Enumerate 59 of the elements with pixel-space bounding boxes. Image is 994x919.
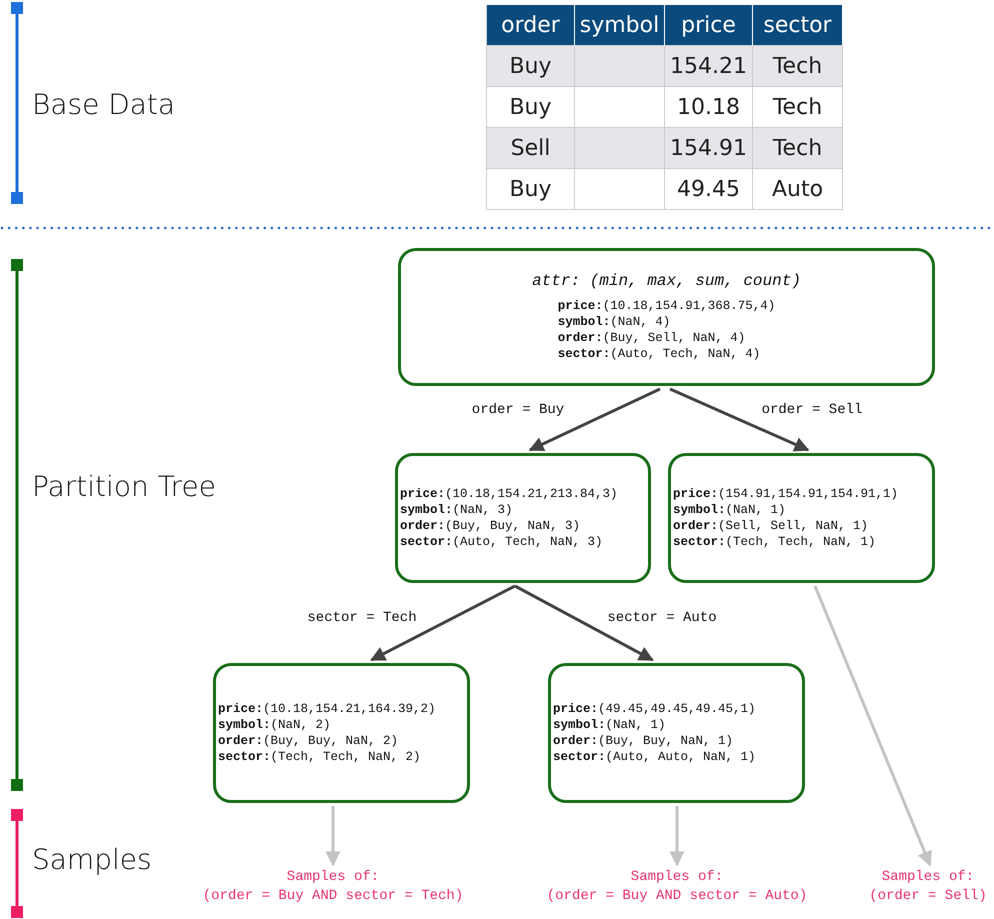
table-cell: Auto	[753, 169, 843, 210]
table-header-cell: sector	[753, 5, 843, 46]
sample-text: (order = Buy AND sector = Auto)	[546, 886, 808, 906]
partition-node	[398, 248, 935, 386]
stat-line: order:(Buy, Buy, NaN, 1)	[553, 733, 734, 750]
table-cell: Tech	[753, 46, 843, 87]
stat-line: sector:(Auto, Tech, NaN, 3)	[400, 534, 603, 550]
arrow	[528, 388, 661, 452]
table-cell: 10.18	[665, 87, 753, 128]
stat-line: sector:(Auto, Tech, NaN, 4)	[558, 346, 760, 362]
stat-line: symbol:(NaN, 4)	[558, 314, 670, 330]
section-label: Base Data	[32, 88, 176, 121]
table-cell: Buy	[487, 46, 575, 87]
sample-text: (order = Buy AND sector = Tech)	[202, 886, 464, 906]
sample-text: (order = Sell)	[869, 886, 987, 906]
table-header-cell: symbol	[575, 5, 665, 46]
partition-node	[668, 453, 935, 583]
stat-line: price:(10.18,154.21,213.84,3)	[400, 486, 618, 502]
stat-line: price:(10.18,154.91,368.75,4)	[558, 298, 776, 314]
stat-line: order:(Buy, Buy, NaN, 2)	[218, 733, 398, 750]
stat-line: sector:(Auto, Auto, NaN, 1)	[553, 749, 756, 766]
arrow	[814, 585, 932, 866]
arrow	[670, 806, 684, 866]
partition-node	[395, 453, 651, 583]
edge-label: order = Buy	[470, 402, 566, 418]
table-cell: 49.45	[665, 169, 753, 210]
table-cell: Buy	[487, 87, 575, 128]
stat-line: symbol:(NaN, 1)	[673, 502, 786, 518]
arrow	[514, 584, 654, 662]
partition-node	[548, 663, 805, 803]
stat-line: sector:(Tech, Tech, NaN, 1)	[673, 534, 876, 550]
arrow	[669, 388, 810, 452]
table-header-cell: order	[487, 5, 575, 46]
table-header-cell: price	[665, 5, 753, 46]
stat-line: price:(154.91,154.91,154.91,1)	[673, 486, 898, 502]
table-cell: 154.91	[665, 128, 753, 169]
partition-node	[213, 663, 470, 803]
table-cell: 154.21	[665, 46, 753, 87]
section-label: Partition Tree	[32, 470, 216, 503]
sample-text: Samples of:	[882, 868, 974, 887]
stat-line: price:(49.45,49.45,49.45,1)	[553, 700, 756, 717]
sample-text: Samples of:	[630, 868, 724, 887]
node-heading: attr: (min, max, sum, count)	[532, 272, 801, 290]
table-cell: Tech	[753, 87, 843, 128]
stat-line: sector:(Tech, Tech, NaN, 2)	[218, 749, 421, 766]
stat-line: order:(Sell, Sell, NaN, 1)	[673, 518, 868, 534]
stat-line: order:(Buy, Sell, NaN, 4)	[558, 330, 746, 346]
stat-line: symbol:(NaN, 2)	[218, 716, 331, 733]
stat-line: symbol:(NaN, 1)	[553, 716, 666, 733]
sample-text: Samples of:	[286, 868, 380, 887]
section-label: Samples	[32, 843, 152, 876]
stat-line: order:(Buy, Buy, NaN, 3)	[400, 518, 580, 534]
stat-line: symbol:(NaN, 3)	[400, 502, 513, 518]
stat-line: price:(10.18,154.21,164.39,2)	[218, 700, 436, 717]
table-cell: Tech	[753, 128, 843, 169]
arrow	[326, 806, 340, 866]
arrow	[370, 584, 516, 662]
table-cell: Sell	[487, 128, 575, 169]
table-cell: Buy	[487, 169, 575, 210]
